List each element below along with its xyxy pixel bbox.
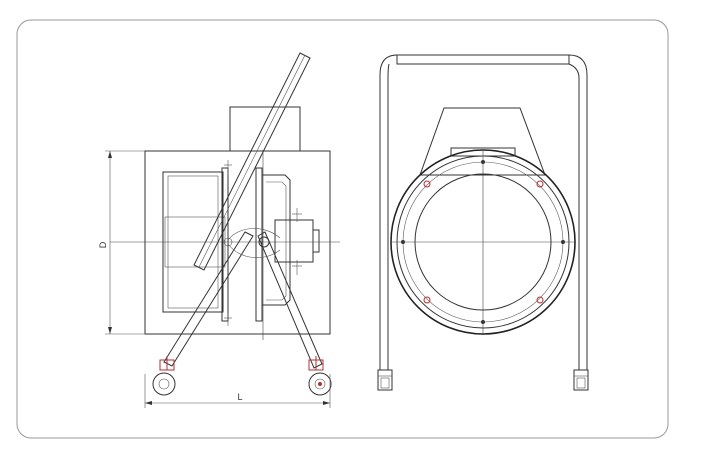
- motor-bracket: [262, 174, 291, 306]
- handle-bar: [396, 54, 570, 65]
- bolt-br: [536, 296, 544, 304]
- motor-hub: [274, 219, 314, 263]
- motor-mount: [419, 107, 546, 176]
- drawing-frame: [16, 19, 669, 439]
- caster-left: [377, 369, 393, 391]
- wheel-right: [308, 356, 332, 396]
- front-view: [377, 54, 589, 391]
- bolt-bl: [423, 296, 431, 304]
- dimension-l: [144, 374, 331, 408]
- bolt-tr: [536, 180, 544, 188]
- side-view: [105, 52, 340, 408]
- motor-box: [229, 106, 301, 152]
- motor-bracket-inner: [266, 181, 287, 301]
- stand-leg-left: [163, 231, 254, 367]
- stand-arm-long: [193, 52, 311, 271]
- dimension-d: [105, 150, 145, 335]
- fan-housing: [144, 150, 331, 335]
- frame-right-upright: [568, 54, 588, 370]
- dimension-d-label: D: [98, 241, 108, 248]
- motor-hub-cap: [312, 229, 320, 253]
- flange-left: [221, 167, 229, 322]
- wheel-left: [152, 356, 176, 396]
- stand-leg-right: [257, 231, 323, 369]
- frame-left-upright: [379, 54, 398, 370]
- dimension-l-label: L: [237, 392, 242, 402]
- caster-right: [573, 369, 589, 391]
- bolt-tl: [423, 180, 431, 188]
